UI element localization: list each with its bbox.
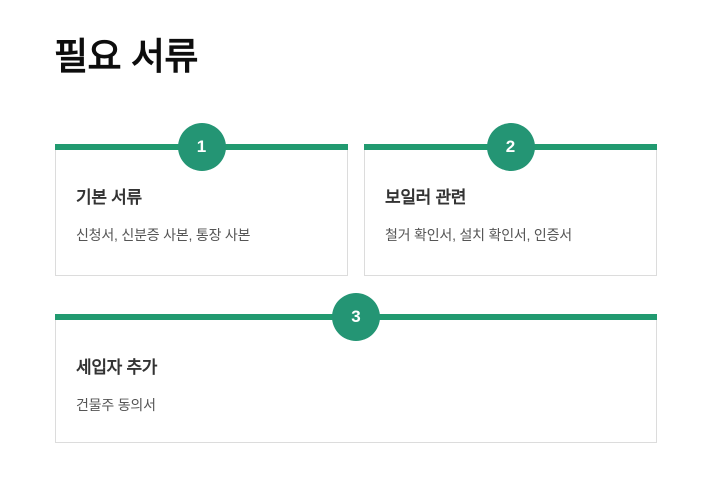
card-description-1: 신청서, 신분증 사본, 통장 사본 [76, 227, 251, 243]
card-description-2: 철거 확인서, 설치 확인서, 인증서 [385, 227, 572, 243]
card-row-top: 1 기본 서류 신청서, 신분증 사본, 통장 사본 2 보일러 관련 철거 확… [55, 123, 657, 276]
document-card-grid: 1 기본 서류 신청서, 신분증 사본, 통장 사본 2 보일러 관련 철거 확… [55, 123, 657, 443]
page-title: 필요 서류 [54, 36, 198, 77]
document-card-2[interactable]: 2 보일러 관련 철거 확인서, 설치 확인서, 인증서 [364, 123, 657, 276]
step-badge-3: 3 [332, 293, 380, 341]
card-title-2: 보일러 관련 [385, 188, 467, 207]
step-badge-2: 2 [486, 123, 535, 171]
card-row-bottom: 3 세입자 추가 건물주 동의서 [55, 293, 657, 443]
step-badge-1: 1 [177, 123, 226, 171]
card-title-1: 기본 서류 [76, 188, 142, 207]
document-card-1[interactable]: 1 기본 서류 신청서, 신분증 사본, 통장 사본 [55, 123, 348, 276]
document-card-3[interactable]: 3 세입자 추가 건물주 동의서 [55, 293, 657, 443]
card-title-3: 세입자 추가 [76, 358, 158, 377]
card-description-3: 건물주 동의서 [76, 397, 156, 413]
